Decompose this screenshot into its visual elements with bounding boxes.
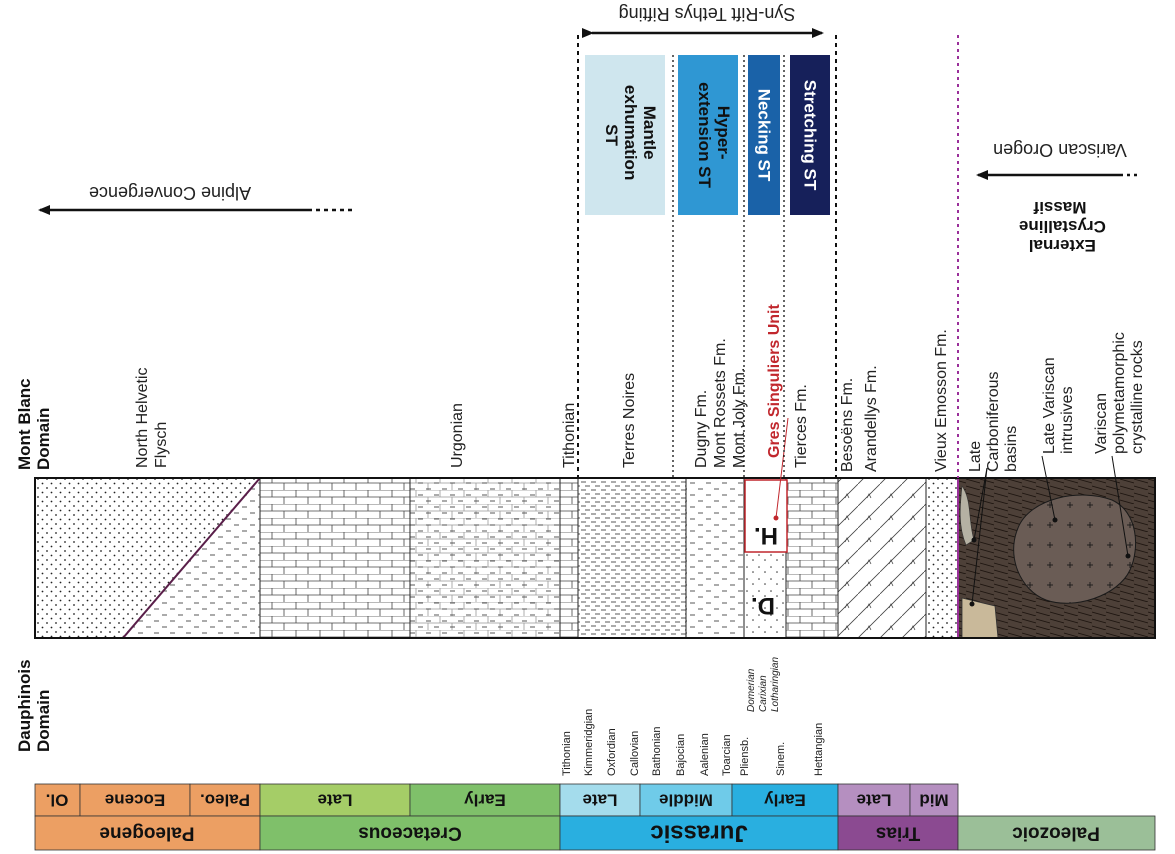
label-besoens: Besoëns Fm. <box>839 378 856 472</box>
unit-dugny <box>686 478 744 638</box>
label-arandellys: Arandellys Fm. <box>863 365 880 472</box>
stage-oxfordian: Oxfordian <box>606 728 618 776</box>
era-label-jurassic: Jurassic <box>650 820 747 847</box>
ecm-label: External Crystalline Massif <box>1014 198 1106 255</box>
tectonic-stages: Mantle exhumation ST Hyper- extension ST… <box>577 35 837 478</box>
label-tierces: Tierces Fm. <box>793 384 810 468</box>
epoch-cret-early <box>409 783 561 817</box>
stage-callovian: Callovian <box>629 731 641 776</box>
epoch-paleo <box>189 783 261 817</box>
label-terres-noires: Terres Noires <box>621 373 638 468</box>
label-mont-rossets: Mont Rossets Fm. <box>712 338 729 468</box>
gres-singuliers-box <box>744 479 788 553</box>
stage-hettangian: Hettangian <box>813 723 825 776</box>
era-trias <box>837 815 959 851</box>
era-cretaceous <box>259 815 561 851</box>
header-dauphinois: Dauphinois Domain <box>15 655 53 752</box>
label-tithonian: Tithonian <box>561 403 578 468</box>
stage-pliensb: Pliensb. <box>739 737 751 776</box>
era-label-paleozoic: Paleozoic <box>1012 823 1100 844</box>
stage-label-stretching: Stretching ST <box>801 80 820 191</box>
column-letter-h: H. <box>754 522 778 549</box>
box-hyper-extension <box>678 55 738 215</box>
unit-late-variscan-intrusive <box>1013 494 1136 604</box>
era-label-trias: Trias <box>876 823 920 844</box>
stage-domerian: Domerian <box>746 668 757 712</box>
stage-label-hyper: Hyper- extension ST <box>695 82 733 188</box>
epoch-label-ol: Ol. <box>46 791 69 810</box>
label-variscan-poly: Variscan polymetamorphic crystalline roc… <box>1093 328 1146 454</box>
era-paleozoic <box>957 815 1156 851</box>
label-mont-joly: Mont Joly Fm. <box>731 368 748 468</box>
box-mantle-exhumation <box>585 55 665 215</box>
box-necking <box>748 55 780 215</box>
stage-label-mantle: Mantle exhumation ST <box>602 85 659 185</box>
epoch-jur-middle <box>639 783 733 817</box>
era-paleogene <box>34 815 261 851</box>
label-urgonian: Urgonian <box>449 403 466 468</box>
epoch-eocene <box>79 783 191 817</box>
box-stretching <box>790 55 830 215</box>
column-frame <box>34 477 1156 639</box>
variscan-orogen-label: Variscan Orogen <box>993 140 1127 160</box>
epoch-label-trias-late: Late <box>857 791 892 810</box>
unit-vieux-emosson <box>926 478 958 638</box>
unit-cretaceous-late <box>260 478 410 638</box>
flysch-contact-line <box>122 477 261 639</box>
syn-rift-label: Syn-Rift Tethys Rifting <box>619 4 796 24</box>
formation-labels: North Helvetic Flysch Urgonian Tithonian… <box>134 304 1146 472</box>
label-dugny: Dugny Fm. <box>693 390 710 468</box>
leader-dots <box>773 515 1131 607</box>
unit-carboniferous-sliver <box>959 485 975 546</box>
unit-arandellys <box>838 478 926 638</box>
column-letter-d: D. <box>751 592 775 619</box>
epoch-label-eocene: Eocene <box>105 791 165 810</box>
epoch-label-cret-late: Late <box>318 791 353 810</box>
era-jurassic <box>559 815 839 851</box>
leader-lines <box>775 417 1129 605</box>
stage-label-necking: Necking ST <box>755 89 774 182</box>
alpine-label: Alpine Convergence <box>89 183 251 203</box>
stage-carixian: Carixian <box>758 675 769 712</box>
label-late-carboniferous: Late Carboniferous basins <box>967 367 1020 472</box>
stage-bathonian: Bathonian <box>651 726 663 776</box>
epoch-ol <box>34 783 81 817</box>
stage-toarcian: Toarcian <box>721 734 733 776</box>
epoch-trias-late <box>837 783 911 817</box>
epoch-label-cret-early: Early <box>464 791 506 810</box>
unit-terres-noires <box>578 478 686 638</box>
tectonic-arrows: Syn-Rift Tethys Rifting Alpine Convergen… <box>38 4 1140 478</box>
stage-sinem: Sinem. <box>775 742 787 776</box>
epoch-label-jur-early: Early <box>764 791 806 810</box>
era-label-paleogene: Paleogene <box>99 823 194 844</box>
stage-aalenian: Aalenian <box>699 733 711 776</box>
label-vieux-emosson: Vieux Emosson Fm. <box>933 329 950 472</box>
unit-urgonian-lime <box>410 478 560 638</box>
era-label-cretaceous: Cretaceous <box>358 823 462 844</box>
header-mont-blanc: Mont Blanc Domain <box>15 374 53 470</box>
stage-kimmeridgian: Kimmeridgian <box>583 709 595 776</box>
epoch-jur-early <box>731 783 839 817</box>
epoch-label-trias-mid: Mid <box>919 791 948 810</box>
label-gres-singuliers: Gres Singuliers Unit <box>766 304 783 458</box>
unit-tithonian <box>560 478 578 638</box>
timescale: Ol. Eocene Paleo. Late Early Late Middle… <box>34 783 1156 851</box>
epoch-cret-late <box>259 783 411 817</box>
domain-headers: Mont Blanc Domain Dauphinois Domain <box>15 374 53 752</box>
stage-tithonian: Tithonian <box>561 731 573 776</box>
label-late-variscan: Late Variscan intrusives <box>1041 353 1076 454</box>
stage-lotharingian: Lotharingian <box>770 657 781 712</box>
epoch-label-jur-late: Late <box>583 791 618 810</box>
epoch-label-jur-middle: Middle <box>659 791 713 810</box>
unit-tierces <box>786 478 838 638</box>
epoch-label-paleo: Paleo. <box>200 791 250 810</box>
label-north-helvetic: North Helvetic Flysch <box>134 363 170 468</box>
strat-column: H. D. <box>34 477 1156 639</box>
stage-bajocian: Bajocian <box>675 734 687 776</box>
stage-labels: Tithonian Kimmeridgian Oxfordian Callovi… <box>561 657 825 776</box>
